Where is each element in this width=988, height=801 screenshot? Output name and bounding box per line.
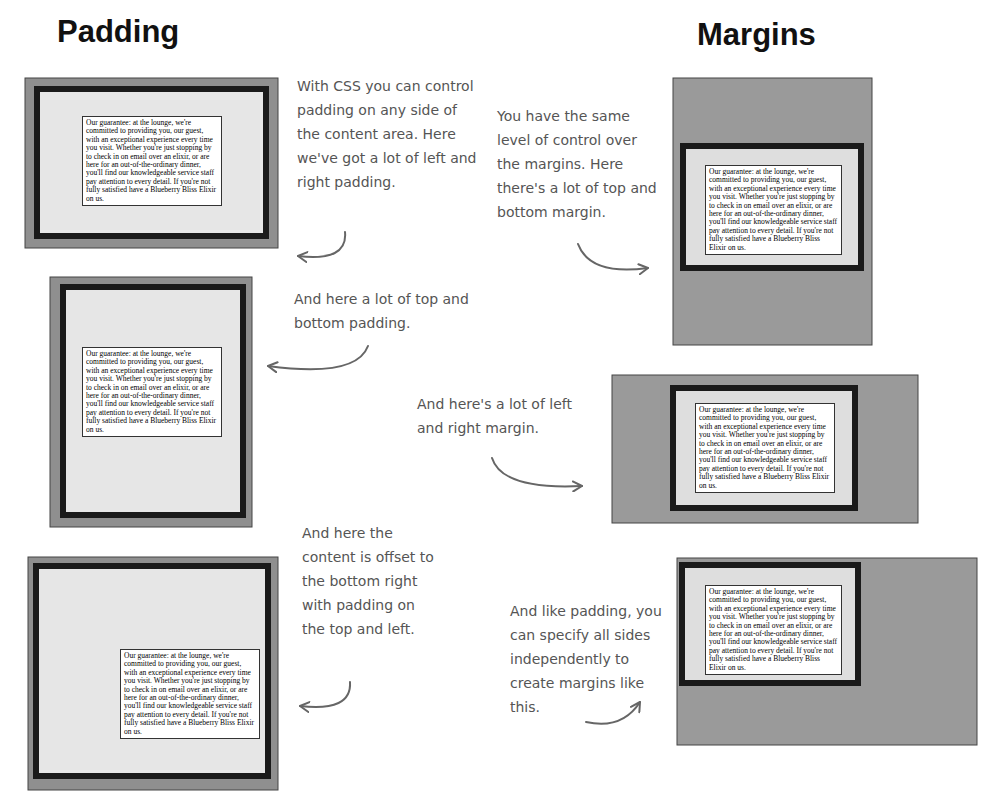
content-box: Our guarantee: at the lounge, we're comm… (120, 649, 260, 739)
border-frame (63, 287, 243, 515)
content-box: Our guarantee: at the lounge, we're comm… (705, 165, 842, 255)
border-frame (37, 89, 266, 236)
callout-note: And like padding, you can specify all si… (510, 599, 670, 719)
content-box: Our guarantee: at the lounge, we're comm… (705, 585, 842, 675)
leader-arrow (492, 458, 582, 486)
leader-arrow (586, 702, 640, 724)
margin-area (50, 277, 252, 527)
margin-area (677, 558, 977, 745)
callout-text: And here the content is offset to the bo… (302, 521, 442, 641)
content-text: Our guarantee: at the lounge, we're comm… (699, 406, 831, 490)
content-text: Our guarantee: at the lounge, we're comm… (124, 652, 256, 736)
margin-area (673, 78, 872, 345)
callout-note: And here the content is offset to the bo… (302, 521, 442, 641)
callout-text: And here a lot of top and bottom padding… (294, 287, 474, 335)
border-frame (36, 566, 268, 776)
content-box: Our guarantee: at the lounge, we're comm… (695, 403, 835, 493)
content-text: Our guarantee: at the lounge, we're comm… (709, 168, 838, 252)
leader-arrow (268, 346, 368, 369)
content-box: Our guarantee: at the lounge, we're comm… (82, 116, 222, 206)
margin-area (612, 375, 918, 523)
callout-note: You have the same level of control over … (497, 104, 662, 224)
callout-text: And here's a lot of left and right margi… (417, 392, 597, 440)
callout-note: And here's a lot of left and right margi… (417, 392, 597, 440)
callout-note: With CSS you can control padding on any … (297, 74, 479, 194)
border-frame (682, 565, 858, 683)
heading-text: Padding (57, 14, 257, 50)
heading-text: Margins (697, 17, 897, 53)
border-frame (683, 146, 861, 268)
callout-text: And like padding, you can specify all si… (510, 599, 670, 719)
callout-note: And here a lot of top and bottom padding… (294, 287, 474, 335)
margin-area (25, 78, 278, 248)
content-box: Our guarantee: at the lounge, we're comm… (82, 347, 222, 437)
callout-text: With CSS you can control padding on any … (297, 74, 479, 194)
section-heading: Padding (57, 14, 257, 50)
leader-arrow (298, 232, 345, 257)
leader-arrow (578, 244, 648, 270)
content-text: Our guarantee: at the lounge, we're comm… (86, 119, 218, 203)
leader-arrow (300, 682, 350, 707)
section-heading: Margins (697, 17, 897, 53)
callout-text: You have the same level of control over … (497, 104, 662, 224)
content-text: Our guarantee: at the lounge, we're comm… (709, 588, 838, 672)
content-text: Our guarantee: at the lounge, we're comm… (86, 350, 218, 434)
border-frame (673, 388, 855, 508)
margin-area (28, 557, 278, 790)
